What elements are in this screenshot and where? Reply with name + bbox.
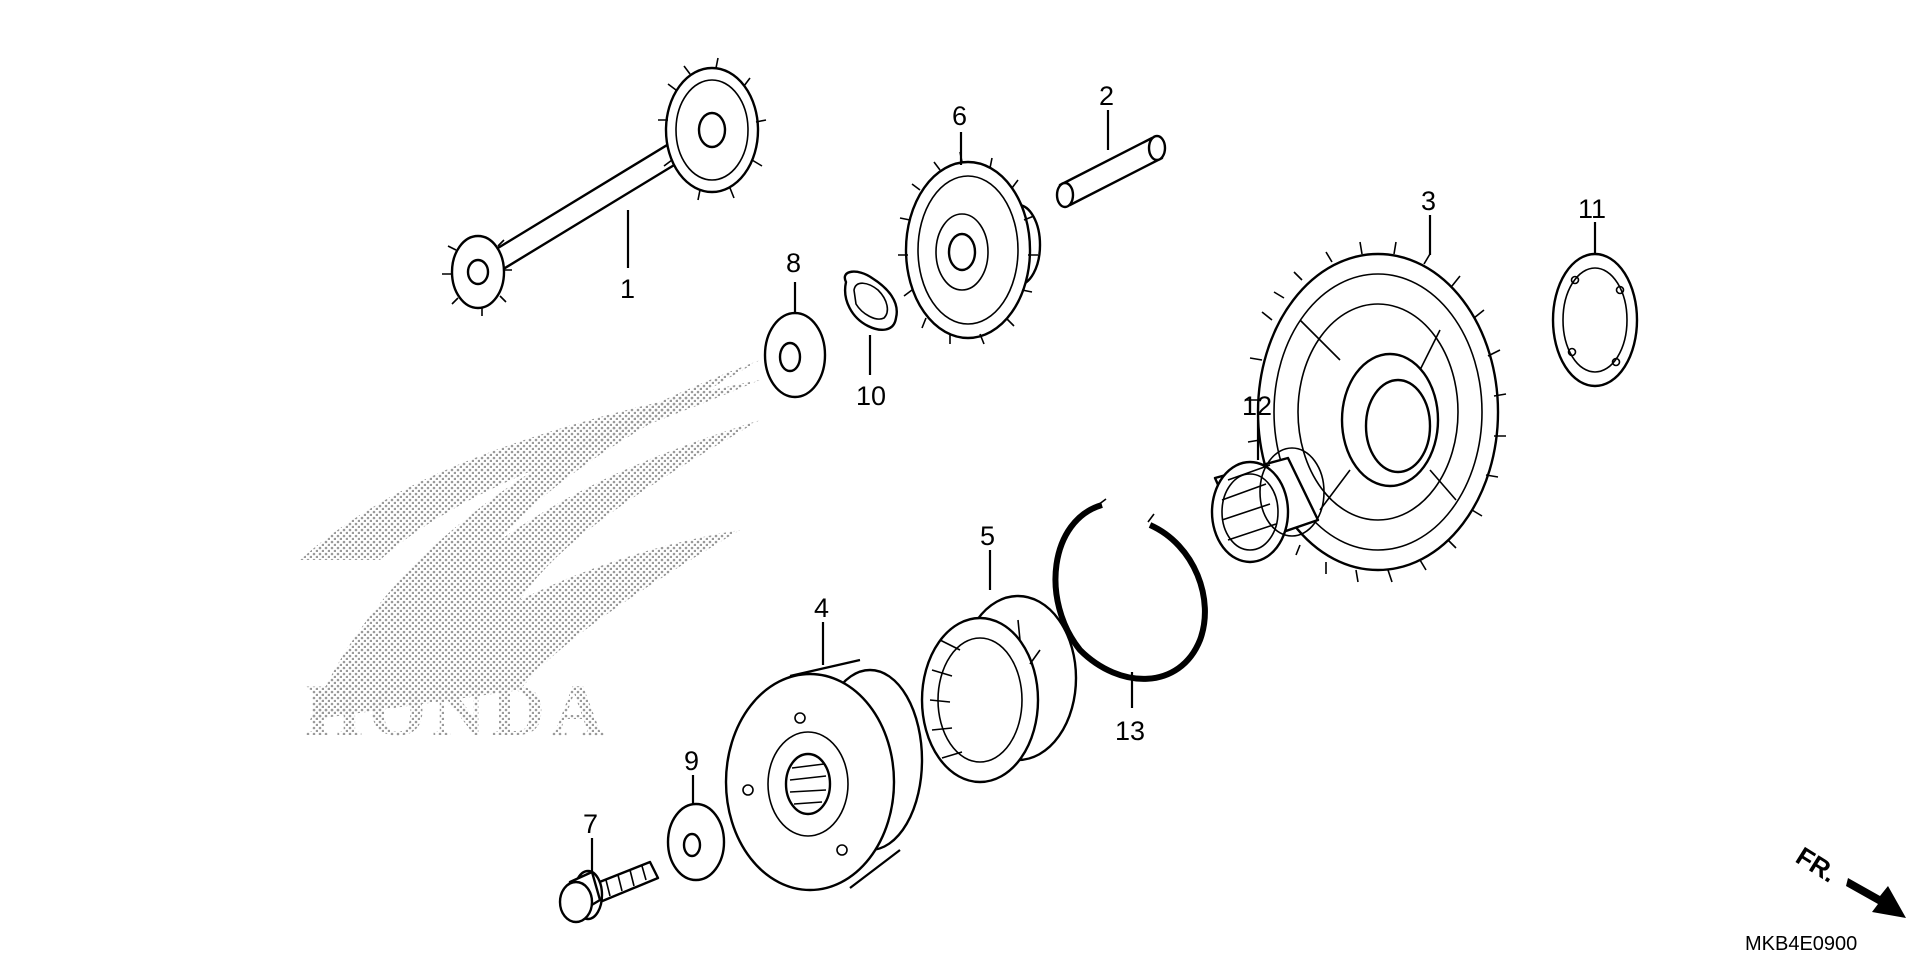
part-7-flange-bolt[interactable] — [558, 860, 660, 924]
part-11-washer[interactable] — [1551, 252, 1639, 388]
callout-3: 3 — [1421, 186, 1436, 216]
part-1-small-gear — [442, 234, 512, 316]
front-label: FR. — [1791, 841, 1842, 889]
callout-11: 11 — [1578, 194, 1606, 224]
callout-10: 10 — [856, 381, 886, 411]
callout-4: 4 — [814, 593, 829, 623]
callout-7: 7 — [583, 809, 598, 839]
part-13-snap-ring[interactable] — [1052, 498, 1208, 682]
callout-1: 1 — [620, 274, 635, 304]
part-8-washer[interactable] — [763, 311, 827, 399]
callout-5: 5 — [980, 521, 995, 551]
drawing-code: MKB4E0900 — [1745, 933, 1857, 955]
callout-12: 12 — [1242, 391, 1272, 421]
front-arrow-icon — [1846, 878, 1906, 918]
part-4-clutch-housing[interactable] — [724, 650, 924, 892]
callout-6: 6 — [952, 101, 967, 131]
callout-2: 2 — [1099, 81, 1114, 111]
honda-watermark-text: HONDA — [305, 670, 610, 752]
part-5-one-way-clutch[interactable] — [920, 594, 1078, 784]
callout-8: 8 — [786, 248, 801, 278]
part-12-needle-bearing[interactable] — [1210, 447, 1325, 564]
part-1-shaft[interactable] — [442, 57, 767, 316]
part-6-gear[interactable] — [898, 151, 1042, 345]
part-10-lock-plate[interactable] — [843, 270, 898, 331]
part-3-driven-gear[interactable] — [1246, 241, 1507, 583]
part-9-washer[interactable] — [666, 802, 726, 882]
part-2-dowel-pin[interactable] — [1055, 134, 1167, 209]
part-1-large-gear — [658, 57, 767, 201]
callout-13: 13 — [1115, 716, 1145, 746]
front-direction-marker: FR. — [1791, 841, 1906, 918]
callout-9: 9 — [684, 746, 699, 776]
honda-wing-logo — [300, 360, 760, 720]
